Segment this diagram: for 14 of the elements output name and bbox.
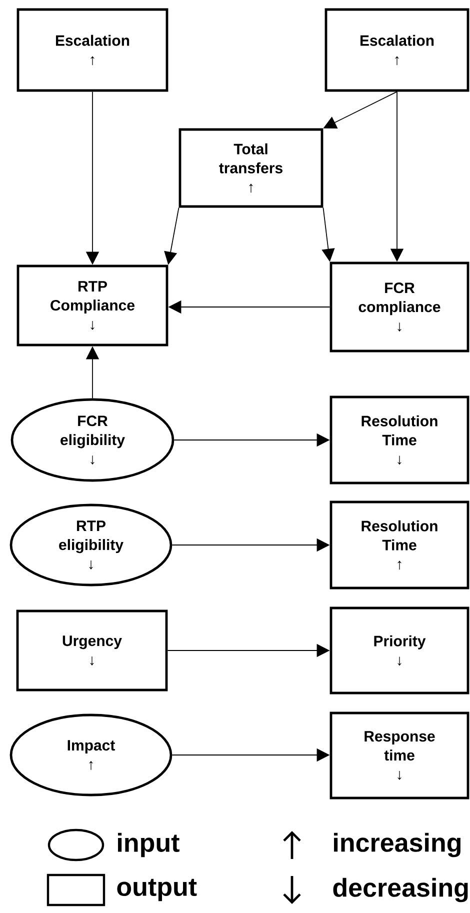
output-box: Resolution Time ↑ [330, 500, 470, 590]
output-box: Escalation ↑ [16, 8, 168, 92]
output-box: FCR compliance ↓ [330, 262, 470, 352]
legend-label: output [117, 878, 197, 902]
legend-label: increasing [334, 832, 460, 858]
legend-label: decreasing [333, 878, 468, 902]
output-box: Urgency ↓ [16, 610, 168, 692]
output-box: Escalation ↑ [324, 8, 470, 92]
output-box: Resolution Time ↓ [330, 396, 470, 484]
output-box: RTP Compliance ↓ [16, 264, 168, 346]
output-box: Response time ↓ [330, 712, 470, 800]
output-box: Priority ↓ [330, 606, 470, 694]
legend-label: input [118, 832, 180, 858]
output-box: Total transfers ↑ [178, 128, 324, 208]
